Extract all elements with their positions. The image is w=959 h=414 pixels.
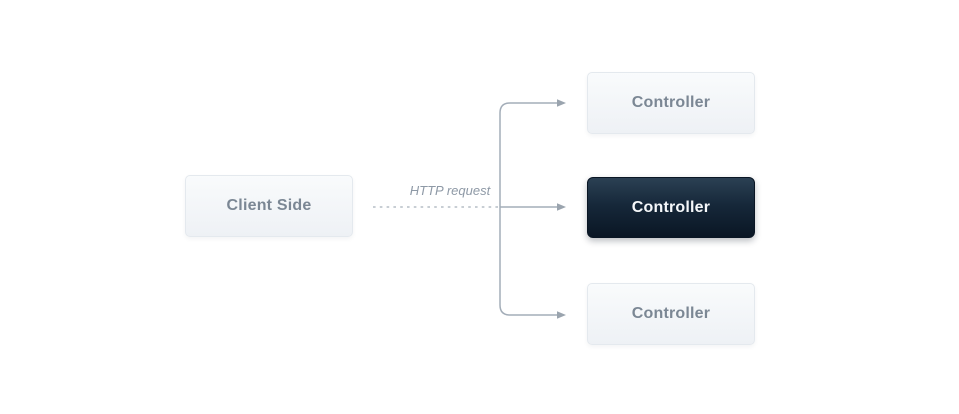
controller-node-top: Controller	[587, 72, 755, 134]
http-request-label: HTTP request	[409, 183, 491, 198]
controller-middle-label: Controller	[631, 198, 711, 216]
client-side-node: Client Side	[185, 175, 353, 237]
arrowhead-top-icon	[557, 99, 566, 107]
arrowhead-middle-icon	[557, 203, 566, 211]
arrowhead-bottom-icon	[557, 311, 566, 319]
client-side-label: Client Side	[226, 197, 312, 214]
controller-top-label: Controller	[631, 94, 711, 111]
controller-node-bottom: Controller	[587, 283, 755, 345]
controller-bottom-label: Controller	[631, 305, 711, 322]
fanout-branch-line	[499, 102, 558, 316]
controller-node-middle-active: Controller	[587, 177, 755, 238]
